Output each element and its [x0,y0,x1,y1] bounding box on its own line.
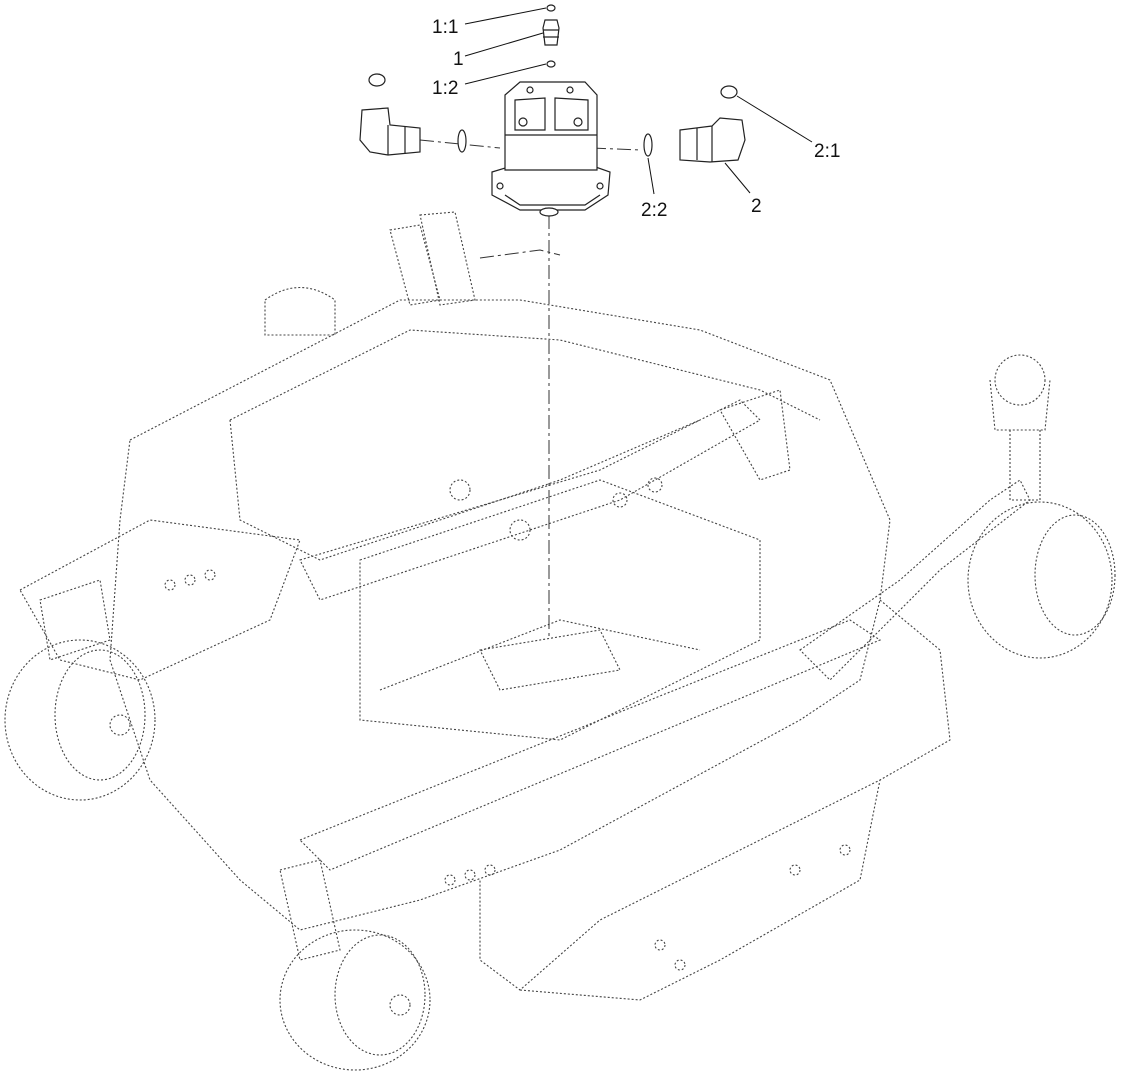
mower-deck-phantom [19,211,1031,1001]
callout-labels: 1:1 1 1:2 2:1 2:2 2 [432,17,840,221]
o-ring-1-1 [546,4,556,12]
elbow-fitting-right [643,85,746,163]
caster-wheel-right [967,354,1116,659]
callout-2-2: 2:2 [641,200,667,221]
callout-2: 2 [751,196,762,217]
callout-2-1: 2:1 [814,141,840,162]
o-ring-2-1 [720,85,738,99]
top-fitting-stack [542,4,560,68]
callout-1: 1 [453,49,464,70]
hydraulic-motor [491,81,611,217]
o-ring-2-2 [643,133,653,157]
o-ring-1-2 [546,60,556,68]
caster-wheel-left [4,639,156,801]
elbow-fitting-left [359,73,467,156]
alignment-centerlines [419,139,641,640]
o-ring-left-top [368,73,386,87]
leader-lines [464,7,813,195]
caster-wheel-front [279,929,431,1071]
callout-1-2: 1:2 [432,78,458,99]
callout-1-1: 1:1 [432,17,458,38]
fitting-1 [542,19,560,46]
o-ring-left-side [457,129,467,153]
